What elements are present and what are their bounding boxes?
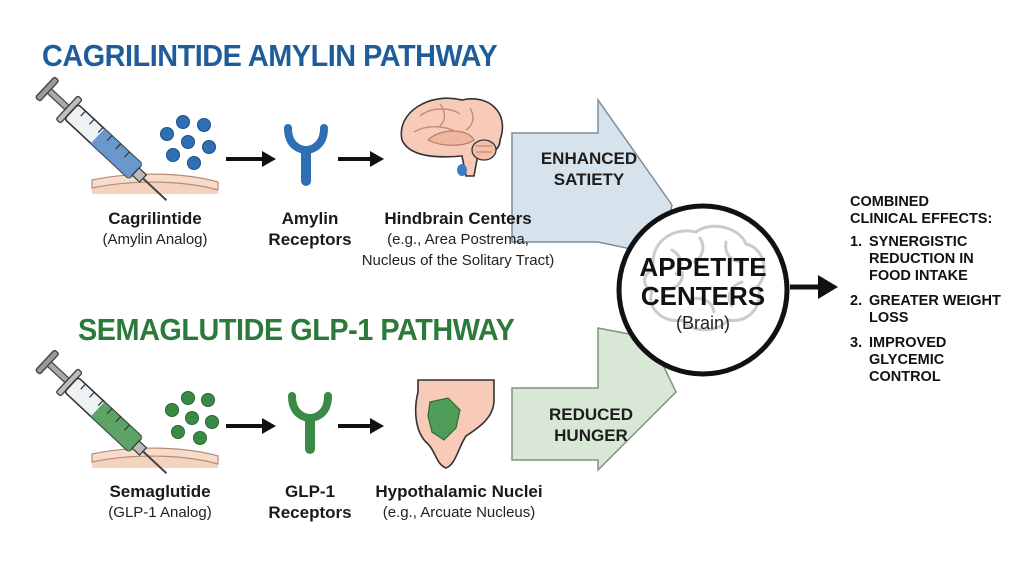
effect-text: GREATER WEIGHT LOSS [869, 293, 1001, 326]
cagrilintide-name: Cagrilintide [108, 209, 202, 228]
reduced-hunger-label: REDUCED HUNGER [532, 404, 650, 446]
reduced-hunger-line2: HUNGER [554, 426, 628, 445]
enhanced-satiety-label: ENHANCED SATIETY [530, 148, 648, 190]
cagrilintide-note: (Amylin Analog) [102, 231, 208, 248]
effect-item: 2. GREATER WEIGHT LOSS [850, 293, 1016, 327]
combined-effects-heading-line1: COMBINED [850, 194, 929, 210]
semaglutide-note: (GLP-1 Analog) [108, 504, 212, 521]
effect-text: IMPROVED GLYCEMIC CONTROL [869, 335, 947, 385]
hindbrain-centers-name: Hindbrain Centers [384, 209, 532, 228]
glp1-receptors-line1: GLP-1 [284, 482, 336, 501]
glp1-receptors-line2: Receptors [268, 503, 352, 522]
effect-item: 1. SYNERGISTIC REDUCTION IN FOOD INTAKE [850, 234, 1016, 285]
appetite-centers-line1: APPETITE [639, 252, 767, 282]
appetite-centers-label: APPETITE CENTERS (Brain) [628, 253, 778, 334]
enhanced-satiety-line2: SATIETY [553, 170, 625, 189]
hypothalamic-nuclei-label: Hypothalamic Nuclei (e.g., Arcuate Nucle… [362, 481, 556, 523]
flow-arrow-bottom [511, 327, 677, 472]
appetite-centers-line2: CENTERS [640, 281, 766, 311]
cagrilintide-label: Cagrilintide (Amylin Analog) [87, 208, 223, 250]
receptor-icon [284, 124, 328, 186]
glp1-pathway-title: SEMAGLUTIDE GLP-1 PATHWAY [78, 312, 515, 347]
combined-effects-heading-line2: CLINICAL EFFECTS: [850, 211, 993, 227]
appetite-centers-circle [616, 203, 790, 377]
arrow-right-icon [226, 418, 384, 434]
syringe-icon [35, 76, 219, 201]
syringe-icon [35, 349, 219, 474]
semaglutide-label: Semaglutide (GLP-1 Analog) [92, 481, 228, 523]
molecule-dots-icon [165, 391, 219, 445]
effect-number: 1. [850, 234, 863, 250]
hindbrain-centers-note2: Nucleus of the Solitary Tract) [361, 252, 555, 269]
molecule-dots-icon [160, 115, 216, 170]
amylin-receptors-line2: Receptors [268, 230, 352, 249]
enhanced-satiety-line1: ENHANCED [540, 149, 638, 168]
effect-number: 3. [850, 335, 863, 351]
semaglutide-name: Semaglutide [109, 482, 211, 501]
hindbrain-centers-note1: (e.g., Area Postrema, [387, 231, 529, 248]
reduced-hunger-line1: REDUCED [548, 405, 634, 424]
hypothalamic-nuclei-note: (e.g., Arcuate Nucleus) [382, 504, 536, 521]
receptor-icon [288, 392, 332, 454]
brain-sagittal-icon [400, 97, 504, 177]
effect-item: 3. IMPROVED GLYCEMIC CONTROL [850, 335, 1016, 386]
amylin-pathway-title: CAGRILINTIDE AMYLIN PATHWAY [42, 38, 498, 73]
appetite-centers-sub: (Brain) [675, 313, 730, 333]
hypothalamus-icon [414, 379, 495, 469]
glp1-receptors-label: GLP-1 Receptors [262, 481, 358, 523]
combined-effects-heading: COMBINED CLINICAL EFFECTS: [850, 194, 1016, 228]
hindbrain-centers-label: Hindbrain Centers (e.g., Area Postrema, … [350, 208, 566, 271]
effect-number: 2. [850, 293, 863, 309]
hypothalamic-nuclei-name: Hypothalamic Nuclei [375, 482, 543, 501]
amylin-receptors-line1: Amylin [281, 209, 339, 228]
combined-effects-panel: COMBINED CLINICAL EFFECTS: 1. SYNERGISTI… [850, 194, 1016, 394]
arrow-right-icon [790, 275, 838, 299]
effect-text: SYNERGISTIC REDUCTION IN FOOD INTAKE [869, 234, 974, 284]
brain-icon [643, 224, 766, 332]
arrow-right-icon [226, 151, 384, 167]
amylin-receptors-label: Amylin Receptors [262, 208, 358, 250]
